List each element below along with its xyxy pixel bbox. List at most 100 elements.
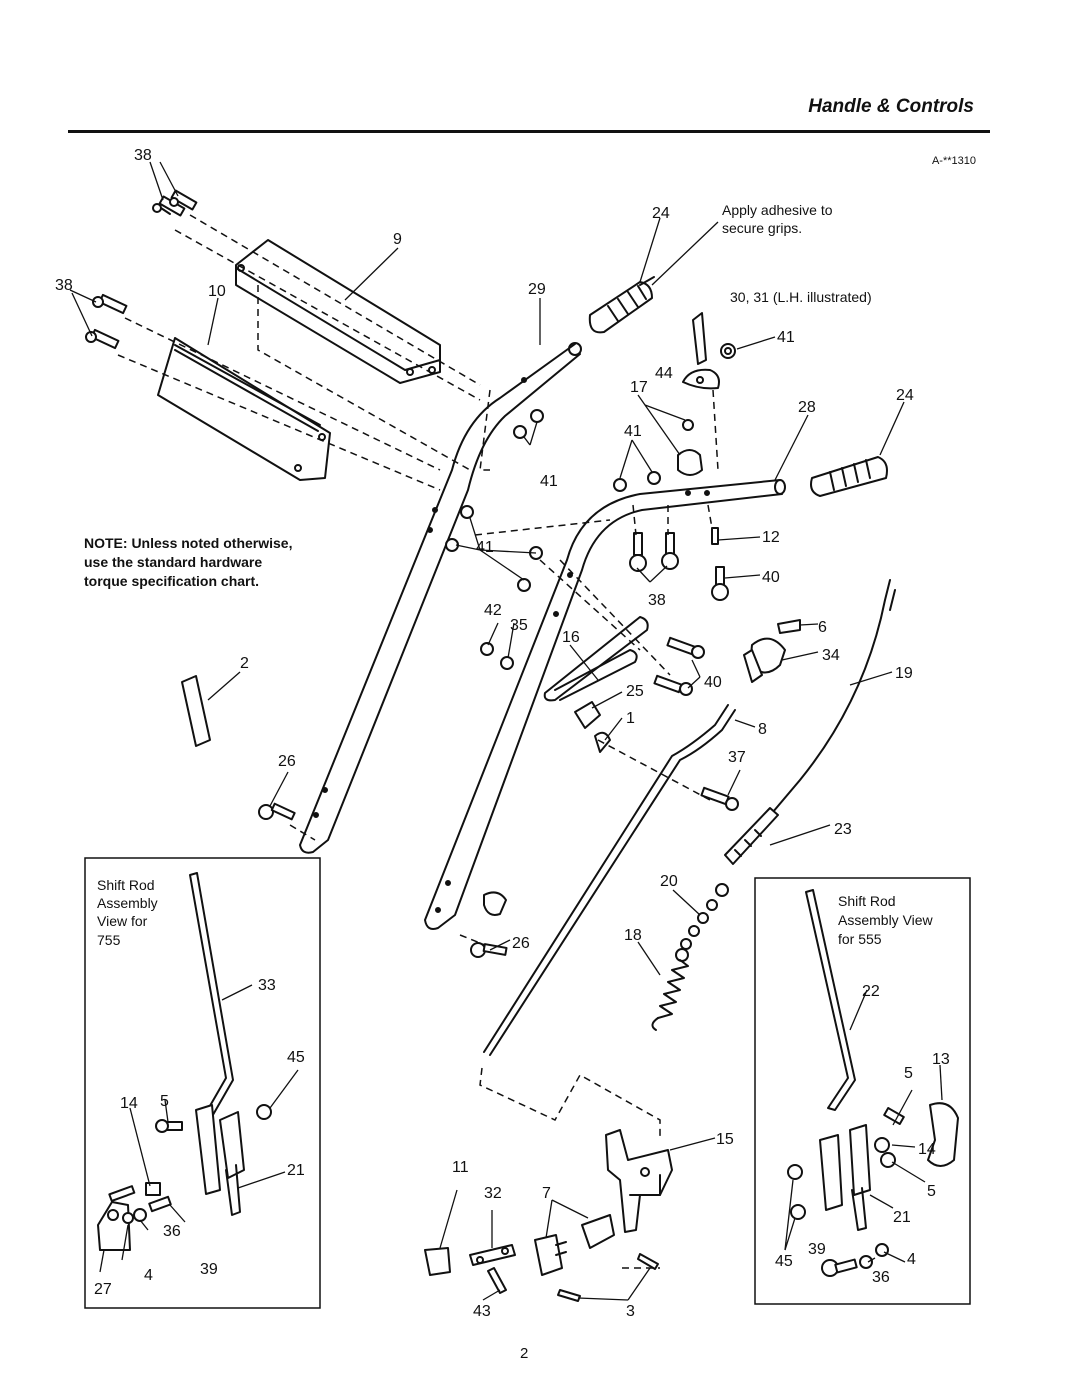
adhesive-note-line1: Apply adhesive to	[722, 202, 833, 218]
bracket-15	[605, 1129, 673, 1233]
callout-13: 13	[932, 1051, 950, 1068]
gear-7	[534, 1214, 615, 1276]
inset-555-line2: Assembly View	[838, 912, 934, 928]
torque-note-line2: use the standard hardware	[84, 554, 262, 570]
screws-38-left	[85, 293, 128, 350]
callout-24: 24	[896, 387, 914, 404]
callout-19: 19	[895, 665, 913, 682]
drawing-code: A-**1310	[931, 155, 976, 167]
inset-right-assembly	[787, 889, 959, 1277]
callout-41: 41	[777, 329, 795, 346]
lever-30-31	[682, 312, 720, 390]
callout-26: 26	[512, 935, 530, 952]
upper-cover	[235, 239, 441, 384]
link-16	[543, 616, 649, 702]
callout-39: 39	[808, 1241, 826, 1258]
callout-39: 39	[200, 1261, 218, 1278]
inset-755-line4: 755	[97, 932, 121, 948]
torque-note-line3: torque specification chart.	[84, 573, 259, 589]
callout-37: 37	[728, 749, 746, 766]
screws-38-top	[152, 189, 198, 217]
callout-12: 12	[762, 529, 780, 546]
callout-11: 11	[452, 1159, 469, 1176]
bolts-40	[653, 636, 705, 696]
bar-32	[469, 1244, 516, 1266]
callout-38: 38	[55, 277, 73, 294]
rod-8	[483, 704, 736, 1056]
callout-32: 32	[484, 1185, 502, 1202]
callout-2: 2	[240, 655, 249, 672]
callout-5: 5	[904, 1065, 913, 1082]
chain-20	[680, 899, 718, 950]
pin-2	[181, 675, 211, 747]
callout-3: 3	[626, 1303, 635, 1320]
inset-555-line3: for 555	[838, 931, 882, 947]
callout-40: 40	[762, 569, 780, 586]
callout-24: 24	[652, 205, 670, 222]
callout-41: 41	[624, 423, 642, 440]
callout-27: 27	[94, 1281, 112, 1298]
callout-6: 6	[818, 619, 827, 636]
knob-misc	[483, 891, 507, 916]
adjuster-23	[715, 807, 779, 897]
callout-35: 35	[510, 617, 528, 634]
callout-1: 1	[626, 710, 635, 727]
callout-15: 15	[716, 1131, 734, 1148]
callout-36: 36	[872, 1269, 890, 1286]
pin-3	[557, 1253, 659, 1302]
bolts-38-mid	[629, 527, 729, 601]
callout-8: 8	[758, 721, 767, 738]
bolt-26-right	[470, 942, 508, 958]
bolt-26-left	[258, 802, 296, 821]
callout-22: 22	[862, 983, 880, 1000]
callout-38: 38	[134, 147, 152, 164]
callout-41: 41	[540, 473, 558, 490]
grip-right	[810, 456, 888, 497]
callout-17: 17	[630, 379, 648, 396]
callout-45: 45	[775, 1253, 793, 1270]
callout-14: 14	[120, 1095, 138, 1112]
cable-19	[744, 579, 896, 846]
torque-note-line1: NOTE: Unless noted otherwise,	[84, 535, 292, 551]
spring-18	[651, 948, 689, 1031]
inset-755-line1: Shift Rod	[97, 877, 155, 893]
bracket-25	[574, 701, 601, 729]
inset-left-assembly	[97, 872, 272, 1251]
callout-41: 41	[476, 539, 494, 556]
callout-34: 34	[822, 647, 840, 664]
callout-44: 44	[655, 365, 673, 382]
left-handle	[299, 342, 582, 854]
right-handle	[424, 479, 786, 930]
nuts-41	[445, 343, 736, 670]
callout-21: 21	[893, 1209, 911, 1226]
inset-box-555: Shift Rod Assembly View for 555	[754, 877, 971, 1305]
inset-box-755: Shift Rod Assembly View for 755	[84, 857, 321, 1309]
callout-16: 16	[562, 629, 580, 646]
callout-45: 45	[287, 1049, 305, 1066]
callout-28: 28	[798, 399, 816, 416]
lh-illustrated-note: 30, 31 (L.H. illustrated)	[730, 289, 872, 305]
callout-5: 5	[927, 1183, 936, 1200]
knob-34	[743, 637, 786, 683]
callout-9: 9	[393, 231, 402, 248]
adhesive-note-line2: secure grips.	[722, 220, 802, 236]
header-rule	[68, 130, 990, 133]
pin-43	[487, 1267, 507, 1294]
page-title: Handle & Controls	[808, 96, 974, 117]
callout-42: 42	[484, 602, 502, 619]
callout-23: 23	[834, 821, 852, 838]
inset-755-line3: View for	[97, 913, 148, 929]
clip-6	[777, 619, 801, 634]
callout-5: 5	[160, 1093, 169, 1110]
callout-20: 20	[660, 873, 678, 890]
inset-555-line1: Shift Rod	[838, 893, 896, 909]
callout-14: 14	[918, 1141, 936, 1158]
part-11	[424, 1247, 451, 1276]
callout-43: 43	[473, 1303, 491, 1320]
knob-17	[677, 449, 703, 476]
inset-755-line2: Assembly	[97, 895, 158, 911]
callout-4: 4	[144, 1267, 153, 1284]
callout-36: 36	[163, 1223, 181, 1240]
callout-38: 38	[648, 592, 666, 609]
